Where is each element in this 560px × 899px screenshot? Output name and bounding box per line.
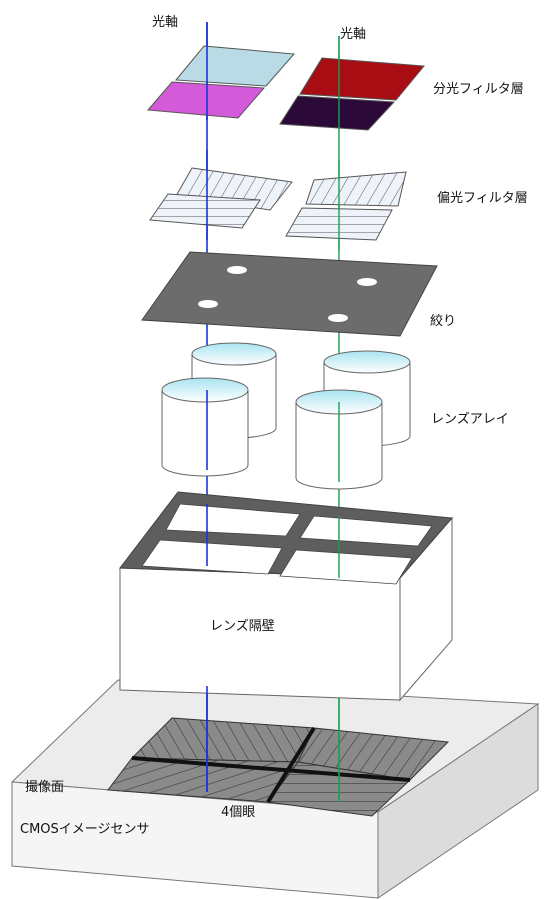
polarization-filter-layer: [149, 167, 407, 241]
lens-partition-label: レンズ隔壁: [210, 618, 275, 634]
lens-partition: [119, 491, 454, 702]
imaging-surface-label: 撮像面: [25, 779, 64, 795]
spectral-filter-layer: [146, 45, 425, 131]
lens-array-label: レンズアレイ: [431, 411, 509, 427]
four-eyes-label: 4個眼: [221, 805, 255, 820]
aperture-label: 絞り: [430, 314, 456, 329]
cmos-sensor-label: CMOSイメージセンサ: [20, 822, 150, 837]
four-eye-pixel-area: [107, 717, 450, 817]
aperture-plate: [141, 251, 438, 337]
lens-cylinder: [161, 377, 249, 477]
polarization-filter-label: 偏光フィルタ層: [437, 191, 528, 206]
spectral-filter-label: 分光フィルタ層: [433, 82, 524, 97]
cmos-sensor: [10, 679, 540, 899]
optical-axis-left-label: 光軸: [152, 15, 178, 30]
optical-axis-right-label: 光軸: [340, 27, 366, 42]
lens-array: [161, 342, 411, 490]
